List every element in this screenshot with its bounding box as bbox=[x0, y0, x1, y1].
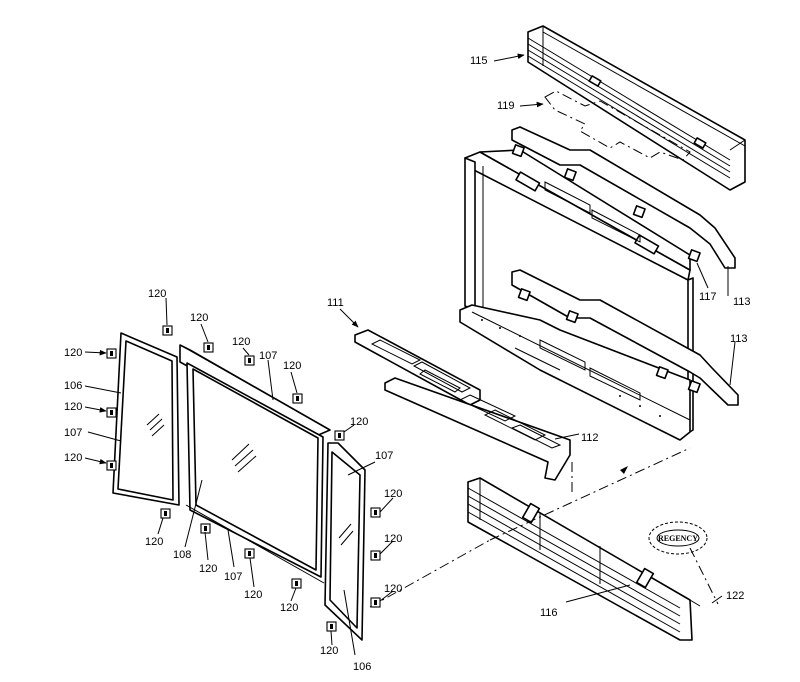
callout-106-left: 106 bbox=[64, 380, 82, 392]
callout-120: 120 bbox=[232, 336, 250, 348]
clip bbox=[106, 460, 117, 471]
firebox-frame bbox=[459, 126, 739, 441]
callout-120: 120 bbox=[190, 312, 208, 324]
gasket-strip-119 bbox=[544, 90, 691, 161]
clip bbox=[244, 548, 255, 559]
clip bbox=[162, 325, 173, 336]
clip bbox=[292, 393, 303, 404]
clip bbox=[326, 621, 337, 632]
callout-122: 122 bbox=[726, 590, 744, 602]
clip bbox=[291, 578, 302, 589]
deflector-112 bbox=[384, 377, 571, 481]
clip bbox=[106, 348, 117, 359]
callout-107-left: 107 bbox=[64, 427, 82, 439]
callout-labels: 115 119 117 113 113 111 112 116 122 120 … bbox=[64, 55, 751, 673]
center-door-108 bbox=[179, 344, 331, 584]
leader-lines bbox=[84, 53, 736, 656]
left-door-106 bbox=[112, 332, 180, 506]
clip bbox=[370, 507, 381, 518]
callout-107-top: 107 bbox=[259, 350, 277, 362]
callout-106-right: 106 bbox=[353, 661, 371, 673]
callout-108: 108 bbox=[173, 549, 191, 561]
clip bbox=[244, 355, 255, 366]
callout-113-top: 113 bbox=[733, 296, 751, 308]
callout-120: 120 bbox=[350, 416, 368, 428]
bottom-louver-116 bbox=[467, 477, 701, 641]
callout-120: 120 bbox=[64, 347, 82, 359]
clips-120 bbox=[106, 325, 381, 632]
callout-116: 116 bbox=[540, 607, 558, 619]
callout-117: 117 bbox=[699, 291, 717, 303]
callout-120: 120 bbox=[148, 288, 166, 300]
callout-120: 120 bbox=[384, 488, 402, 500]
callout-112: 112 bbox=[581, 432, 599, 444]
regency-logo-122: REGENCY bbox=[648, 521, 708, 555]
callout-120: 120 bbox=[283, 360, 301, 372]
clip bbox=[200, 523, 211, 534]
clip bbox=[106, 407, 117, 418]
callout-120: 120 bbox=[280, 602, 298, 614]
callout-119: 119 bbox=[497, 100, 515, 112]
callout-120: 120 bbox=[199, 563, 217, 575]
callout-120: 120 bbox=[384, 533, 402, 545]
callout-120: 120 bbox=[320, 645, 338, 657]
logo-text: REGENCY bbox=[658, 534, 698, 543]
callout-120: 120 bbox=[145, 536, 163, 548]
assembly-lines bbox=[369, 447, 719, 608]
clip bbox=[203, 342, 214, 353]
callout-120: 120 bbox=[384, 583, 402, 595]
right-door-106 bbox=[324, 442, 366, 641]
callout-120: 120 bbox=[244, 589, 262, 601]
clip bbox=[370, 597, 381, 608]
callout-113-bottom: 113 bbox=[730, 333, 748, 345]
callout-107-right: 107 bbox=[375, 450, 393, 462]
callout-120: 120 bbox=[64, 401, 82, 413]
clip bbox=[334, 430, 345, 441]
callout-107-bottom: 107 bbox=[224, 571, 242, 583]
callout-111: 111 bbox=[327, 297, 344, 309]
clip bbox=[160, 508, 171, 519]
callout-115: 115 bbox=[470, 55, 488, 67]
callout-120: 120 bbox=[64, 452, 82, 464]
clip bbox=[370, 550, 381, 561]
